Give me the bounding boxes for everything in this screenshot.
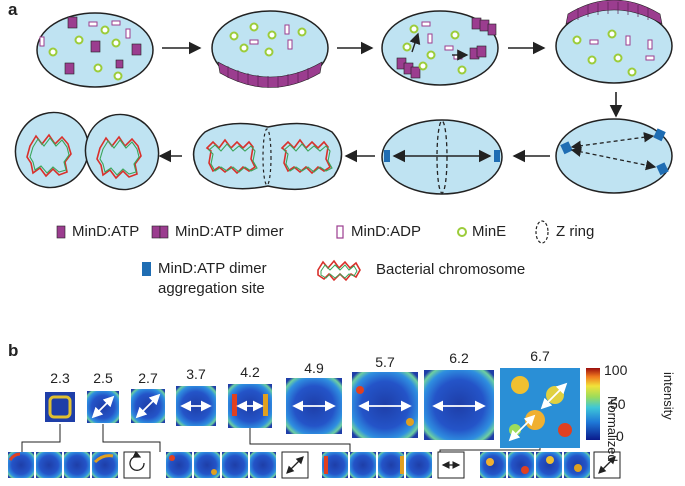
legend-mine-label: MinE bbox=[472, 223, 507, 240]
colorbar-label-1: Normalized bbox=[605, 396, 620, 462]
cell-5 bbox=[555, 118, 673, 194]
size-label-6-2: 6.2 bbox=[449, 350, 469, 366]
panel-a-label: a bbox=[8, 0, 18, 19]
panel-a-diagram bbox=[14, 0, 673, 282]
cell-7 bbox=[192, 122, 343, 191]
heatmap-5-7 bbox=[352, 372, 418, 438]
colorbar-min: 0 bbox=[616, 428, 624, 444]
colorbar-label-2: intensity bbox=[661, 372, 676, 420]
size-label-2-7: 2.7 bbox=[138, 370, 158, 386]
size-label-2-5: 2.5 bbox=[93, 370, 113, 386]
size-label-4-9: 4.9 bbox=[304, 360, 324, 376]
heatmap-4-9 bbox=[286, 378, 342, 434]
aggregation-site-icon bbox=[142, 262, 151, 276]
heatmap-2-5 bbox=[87, 391, 119, 423]
legend-mind-adp-label: MinD:ADP bbox=[351, 223, 422, 240]
legend-z-ring-label: Z ring bbox=[556, 223, 595, 240]
diagonal-oscillation-icon bbox=[281, 451, 309, 479]
mind-adp-icon bbox=[336, 225, 344, 239]
cell-3 bbox=[381, 10, 499, 86]
cell-1 bbox=[36, 12, 154, 88]
z-ring-icon bbox=[535, 220, 549, 244]
legend-mind-atp-label: MinD:ATP bbox=[72, 223, 140, 240]
cell-2 bbox=[211, 10, 329, 88]
size-label-5-7: 5.7 bbox=[375, 354, 395, 370]
cell-4 bbox=[555, 0, 673, 84]
snapshots-group-2 bbox=[166, 452, 276, 478]
cell-8 bbox=[14, 111, 160, 191]
heatmap-2-3 bbox=[45, 392, 75, 422]
size-label-6-7: 6.7 bbox=[530, 348, 550, 364]
legend-aggregation-label-2: aggregation site bbox=[158, 280, 265, 297]
chromosome-icon bbox=[317, 259, 361, 282]
legend-chromosome-label: Bacterial chromosome bbox=[376, 261, 526, 278]
heatmap-6-7 bbox=[500, 368, 580, 448]
heatmap-3-7 bbox=[176, 386, 216, 426]
legend-aggregation-label-1: MinD:ATP dimer bbox=[158, 260, 267, 277]
panel-b-label: b bbox=[8, 341, 19, 360]
heatmap-4-2 bbox=[228, 384, 272, 428]
colorbar-mid: 50 bbox=[610, 396, 626, 412]
horizontal-oscillation-icon bbox=[437, 451, 465, 479]
size-label-3-7: 3.7 bbox=[186, 366, 206, 382]
colorbar bbox=[586, 368, 600, 440]
cell-6 bbox=[381, 119, 503, 195]
mind-atp-dimer-icon bbox=[151, 225, 169, 239]
size-label-2-3: 2.3 bbox=[50, 370, 70, 386]
mine-icon bbox=[457, 227, 467, 237]
legend-mind-atp-dimer-label: MinD:ATP dimer bbox=[175, 223, 284, 240]
colorbar-max: 100 bbox=[604, 362, 628, 378]
snapshots-group-3 bbox=[322, 452, 432, 478]
mind-atp-icon bbox=[56, 225, 66, 239]
heatmap-2-7 bbox=[131, 389, 165, 423]
rotation-icon bbox=[123, 450, 151, 479]
heatmap-6-2 bbox=[424, 370, 494, 440]
size-label-4-2: 4.2 bbox=[240, 364, 260, 380]
snapshots-group-1 bbox=[8, 452, 118, 478]
snapshots-group-4 bbox=[480, 452, 590, 478]
